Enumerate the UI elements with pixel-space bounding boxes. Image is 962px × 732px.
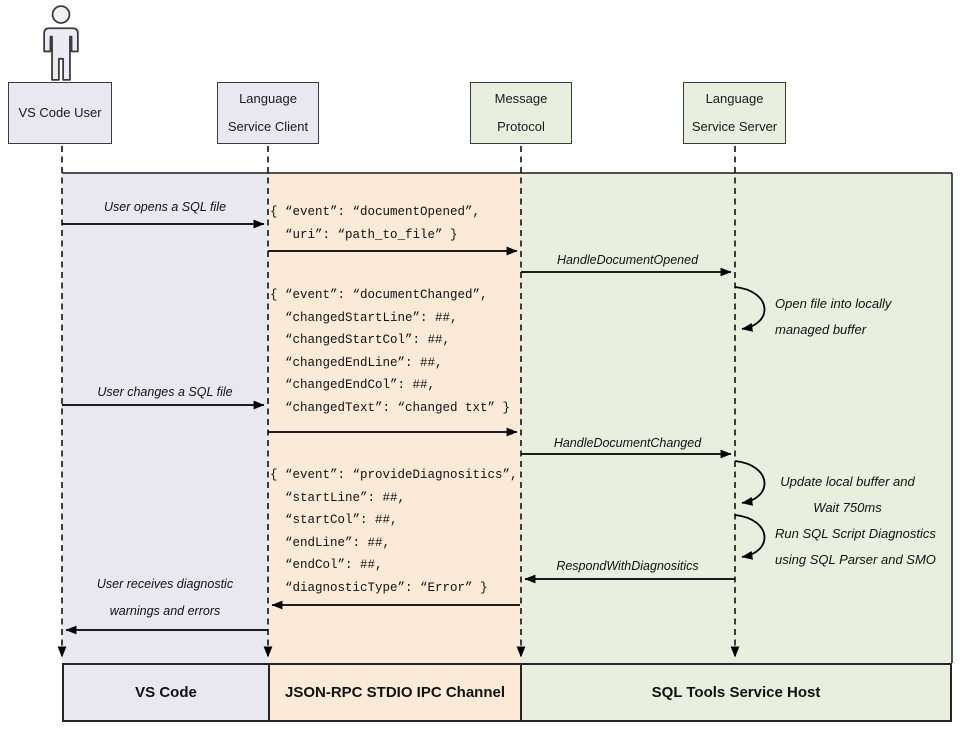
note-line: Wait 750ms [813,500,882,515]
code-line: { “event”: “documentChanged”, [270,288,488,302]
band-ipc-channel [268,173,520,663]
footer-box-service-host: SQL Tools Service Host [520,663,952,722]
note-line: Run SQL Script Diagnostics [775,526,936,541]
label-line: warnings and errors [109,604,221,618]
footer-label: VS Code [135,684,197,701]
note-line: Update local buffer and [780,474,915,489]
note-update-buffer: Update local buffer and Wait 750ms [775,469,920,521]
actor-box-language-service-client: Language Service Client [217,82,319,144]
code-line: “changedStartLine”: ##, [270,310,458,325]
json-payload-document-opened: { “event”: “documentOpened”, “uri”: “pat… [270,201,480,246]
actor-label-line: Service Client [227,119,309,134]
band-service-host [520,173,952,663]
code-line: “uri”: “path_to_file” } [270,227,458,242]
footer-label: SQL Tools Service Host [651,684,821,701]
label-user-changes-sql-file: User changes a SQL file [97,385,233,399]
label-handle-document-opened: HandleDocumentOpened [556,253,699,267]
code-line: “endLine”: ##, [270,535,391,550]
label-handle-document-changed: HandleDocumentChanged [553,436,702,450]
actor-label-line: Language [705,91,764,106]
code-line: “startLine”: ##, [270,490,406,505]
label-user-receives-diagnostics: User receives diagnostic warnings and er… [62,571,268,625]
code-line: “changedText”: “changed txt” } [270,400,511,415]
note-open-file: Open file into locally managed buffer [775,291,891,343]
actor-label-line: Language [239,91,297,106]
note-line: Open file into locally [775,296,892,311]
footer-box-vs-code: VS Code [62,663,270,722]
code-line: { “event”: “documentOpened”, [270,205,481,219]
code-line: “changedStartCol”: ##, [270,333,451,347]
actor-box-language-service-server: Language Service Server [683,82,786,144]
note-run-diagnostics: Run SQL Script Diagnostics using SQL Par… [775,521,936,573]
actor-label-line: Service Server [691,119,778,134]
actor-box-message-protocol: Message Protocol [470,82,572,144]
footer-label: JSON-RPC STDIO IPC Channel [284,684,506,701]
code-line: { “event”: “provideDiagnositics”, [270,468,518,482]
footer-box-ipc-channel: JSON-RPC STDIO IPC Channel [268,663,522,722]
code-line: “endCol”: ##, [270,558,383,572]
code-line: “changedEndCol”: ##, [270,378,436,392]
note-line: using SQL Parser and SMO [775,552,936,567]
label-line: User receives diagnostic [96,577,234,591]
person-icon [43,5,79,81]
json-payload-provide-diagnostics: { “event”: “provideDiagnositics”, “start… [270,464,518,599]
json-payload-document-changed: { “event”: “documentChanged”, “changedSt… [270,284,510,419]
label-respond-with-diagnostics: RespondWithDiagnositics [556,559,699,573]
actor-label: VS Code User [18,105,102,120]
actor-box-vs-code-user: VS Code User [8,82,112,144]
actor-label-line: Message [494,91,548,106]
code-line: “startCol”: ##, [270,513,398,527]
note-line: managed buffer [775,322,867,337]
label-user-opens-sql-file: User opens a SQL file [103,200,227,214]
code-line: “diagnosticType”: “Error” } [270,580,488,595]
actor-label-line: Protocol [497,119,545,134]
code-line: “changedEndLine”: ##, [270,355,443,370]
band-vs-code [62,173,268,663]
